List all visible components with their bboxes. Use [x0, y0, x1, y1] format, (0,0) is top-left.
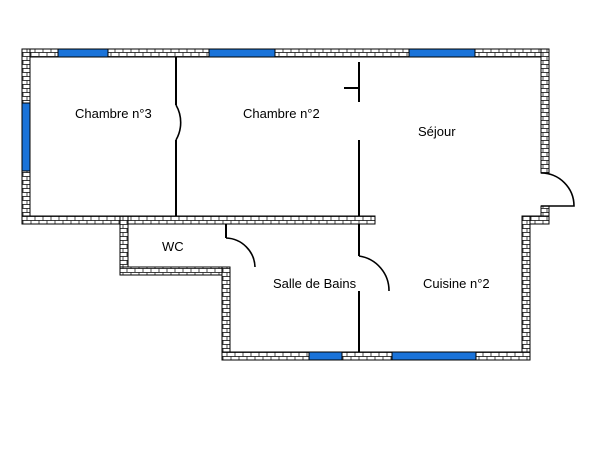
wall-middle [21, 215, 376, 225]
window-top-3 [408, 48, 476, 58]
wall-lower-left [221, 266, 231, 361]
door-wc [225, 237, 256, 268]
label-sejour: Séjour [418, 124, 456, 139]
wall-right-upper [540, 48, 550, 174]
door-sdb [358, 255, 390, 292]
window-bottom-1 [308, 351, 343, 361]
window-bottom-2 [391, 351, 477, 361]
room-labels: Chambre n°3 Chambre n°2 Séjour WC Salle … [75, 106, 490, 291]
label-sdb: Salle de Bains [273, 276, 357, 291]
windows [21, 48, 477, 361]
window-top-1 [57, 48, 109, 58]
wall-right-lower [521, 215, 531, 361]
label-cuisine: Cuisine n°2 [423, 276, 490, 291]
window-left [21, 102, 31, 172]
door-chambre3 [175, 104, 182, 141]
wall-wc-bottom [119, 266, 231, 276]
exterior-walls [21, 48, 550, 361]
label-chambre3: Chambre n°3 [75, 106, 152, 121]
partitions [175, 57, 360, 352]
door-sejour-entry [540, 172, 575, 207]
label-chambre2: Chambre n°2 [243, 106, 320, 121]
label-wc: WC [162, 239, 184, 254]
doors [175, 104, 575, 292]
wall-wc-left [119, 215, 129, 276]
window-top-2 [208, 48, 276, 58]
wall-bottom [221, 351, 531, 361]
